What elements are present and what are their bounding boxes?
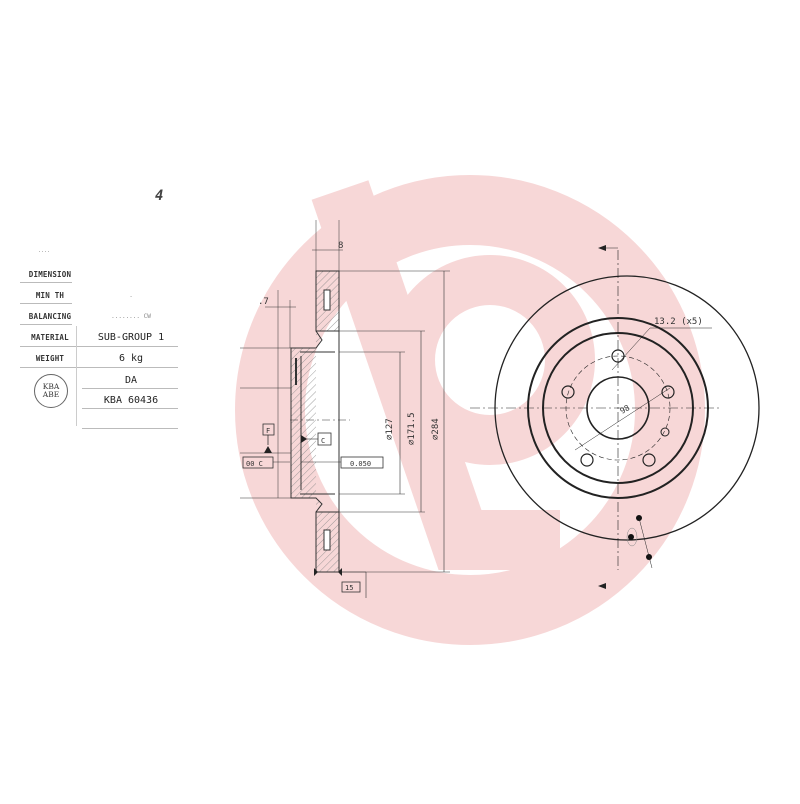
spec-value: ........ CW [111, 312, 151, 320]
spec-label: MIN TH [35, 290, 65, 300]
kba-abe-badge: KBA ABE [34, 374, 68, 408]
dim-offset-label: .7 [258, 297, 269, 307]
dia-284-label: ⌀284 [431, 418, 441, 440]
spec-table-header: .... [38, 248, 51, 254]
spec-value: 6 kg [118, 352, 144, 364]
dia-171-label: ⌀171.5 [407, 412, 417, 445]
front-view [470, 245, 760, 589]
pcd-label: 98 [619, 403, 632, 416]
front-view-labels: 13.2 (x5) 98 [619, 317, 703, 416]
runout-tolerance-label: 00 C [246, 460, 263, 468]
spec-value: . [129, 291, 133, 299]
spec-label: MATERIAL [31, 332, 69, 342]
datum-f-label: F [266, 427, 270, 435]
spec-label: BALANCING [28, 311, 72, 321]
cert-code: DA [124, 374, 138, 386]
bolt-hole-label: 13.2 (x5) [654, 317, 703, 327]
side-view-labels: 8 .7 F C 00 C 0.050 15 ⌀127 ⌀171.5 ⌀284 [246, 241, 441, 592]
spec-value: SUB-GROUP 1 [97, 331, 165, 343]
bottom-tolerance-label: 15 [345, 584, 353, 592]
spec-label: WEIGHT [35, 353, 65, 363]
dim-thickness-label: 8 [338, 241, 343, 251]
spec-label: DIMENSION [28, 269, 72, 279]
badge-line-1: KBA [42, 382, 60, 391]
cert-number: KBA 60436 [103, 394, 159, 406]
dia-127-label: ⌀127 [385, 418, 395, 440]
part-number-fragment: 4 [155, 188, 164, 204]
badge-line-2: ABE [42, 390, 60, 399]
flatness-tolerance-label: 0.050 [350, 460, 371, 468]
side-section-view [240, 220, 450, 598]
datum-c-label: C [321, 437, 325, 445]
